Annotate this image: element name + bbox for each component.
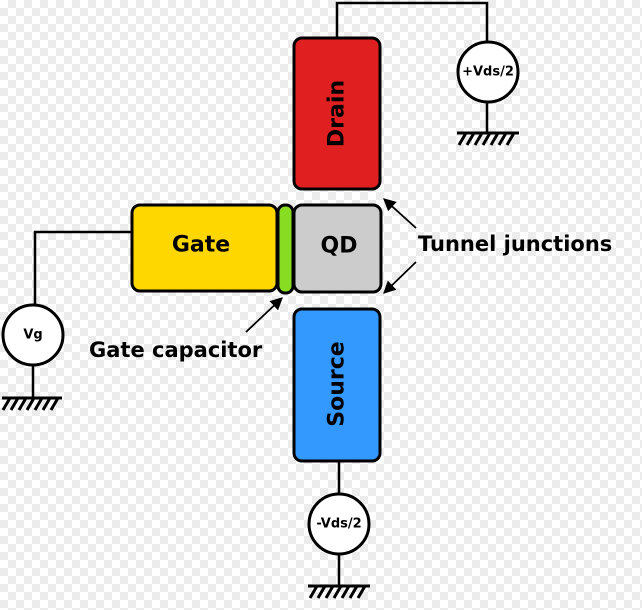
vds-minus-label: -Vds/2 (316, 517, 361, 532)
tunnel-junction-arrow-upper (383, 198, 417, 229)
vds-minus-source-circle (307, 492, 371, 556)
drain-block (292, 36, 382, 191)
ground-symbol-drain (457, 131, 519, 146)
vg-label: Vg (23, 328, 42, 343)
gate-wire (33, 230, 132, 305)
tunnel-junctions-label: Tunnel junctions (418, 232, 612, 256)
tunnel-junction-arrow-lower (383, 261, 417, 294)
vds-plus-label: +Vds/2 (462, 65, 514, 80)
gate-capacitor (276, 203, 295, 295)
gate-label: Gate (172, 233, 230, 258)
ground-symbol-source (308, 584, 370, 599)
drain-wire (335, 1, 489, 42)
source-block (292, 307, 382, 463)
gate-capacitor-label: Gate capacitor (89, 338, 263, 362)
qd-block (292, 203, 383, 294)
ground-symbol-gate (1, 396, 62, 411)
vds-plus-source-circle (456, 40, 520, 104)
qd-label: QD (321, 234, 358, 259)
source-label: Source (325, 341, 350, 426)
vg-source-circle (1, 303, 65, 367)
gate-capacitor-arrow (245, 297, 283, 333)
drain-label: Drain (325, 80, 350, 147)
